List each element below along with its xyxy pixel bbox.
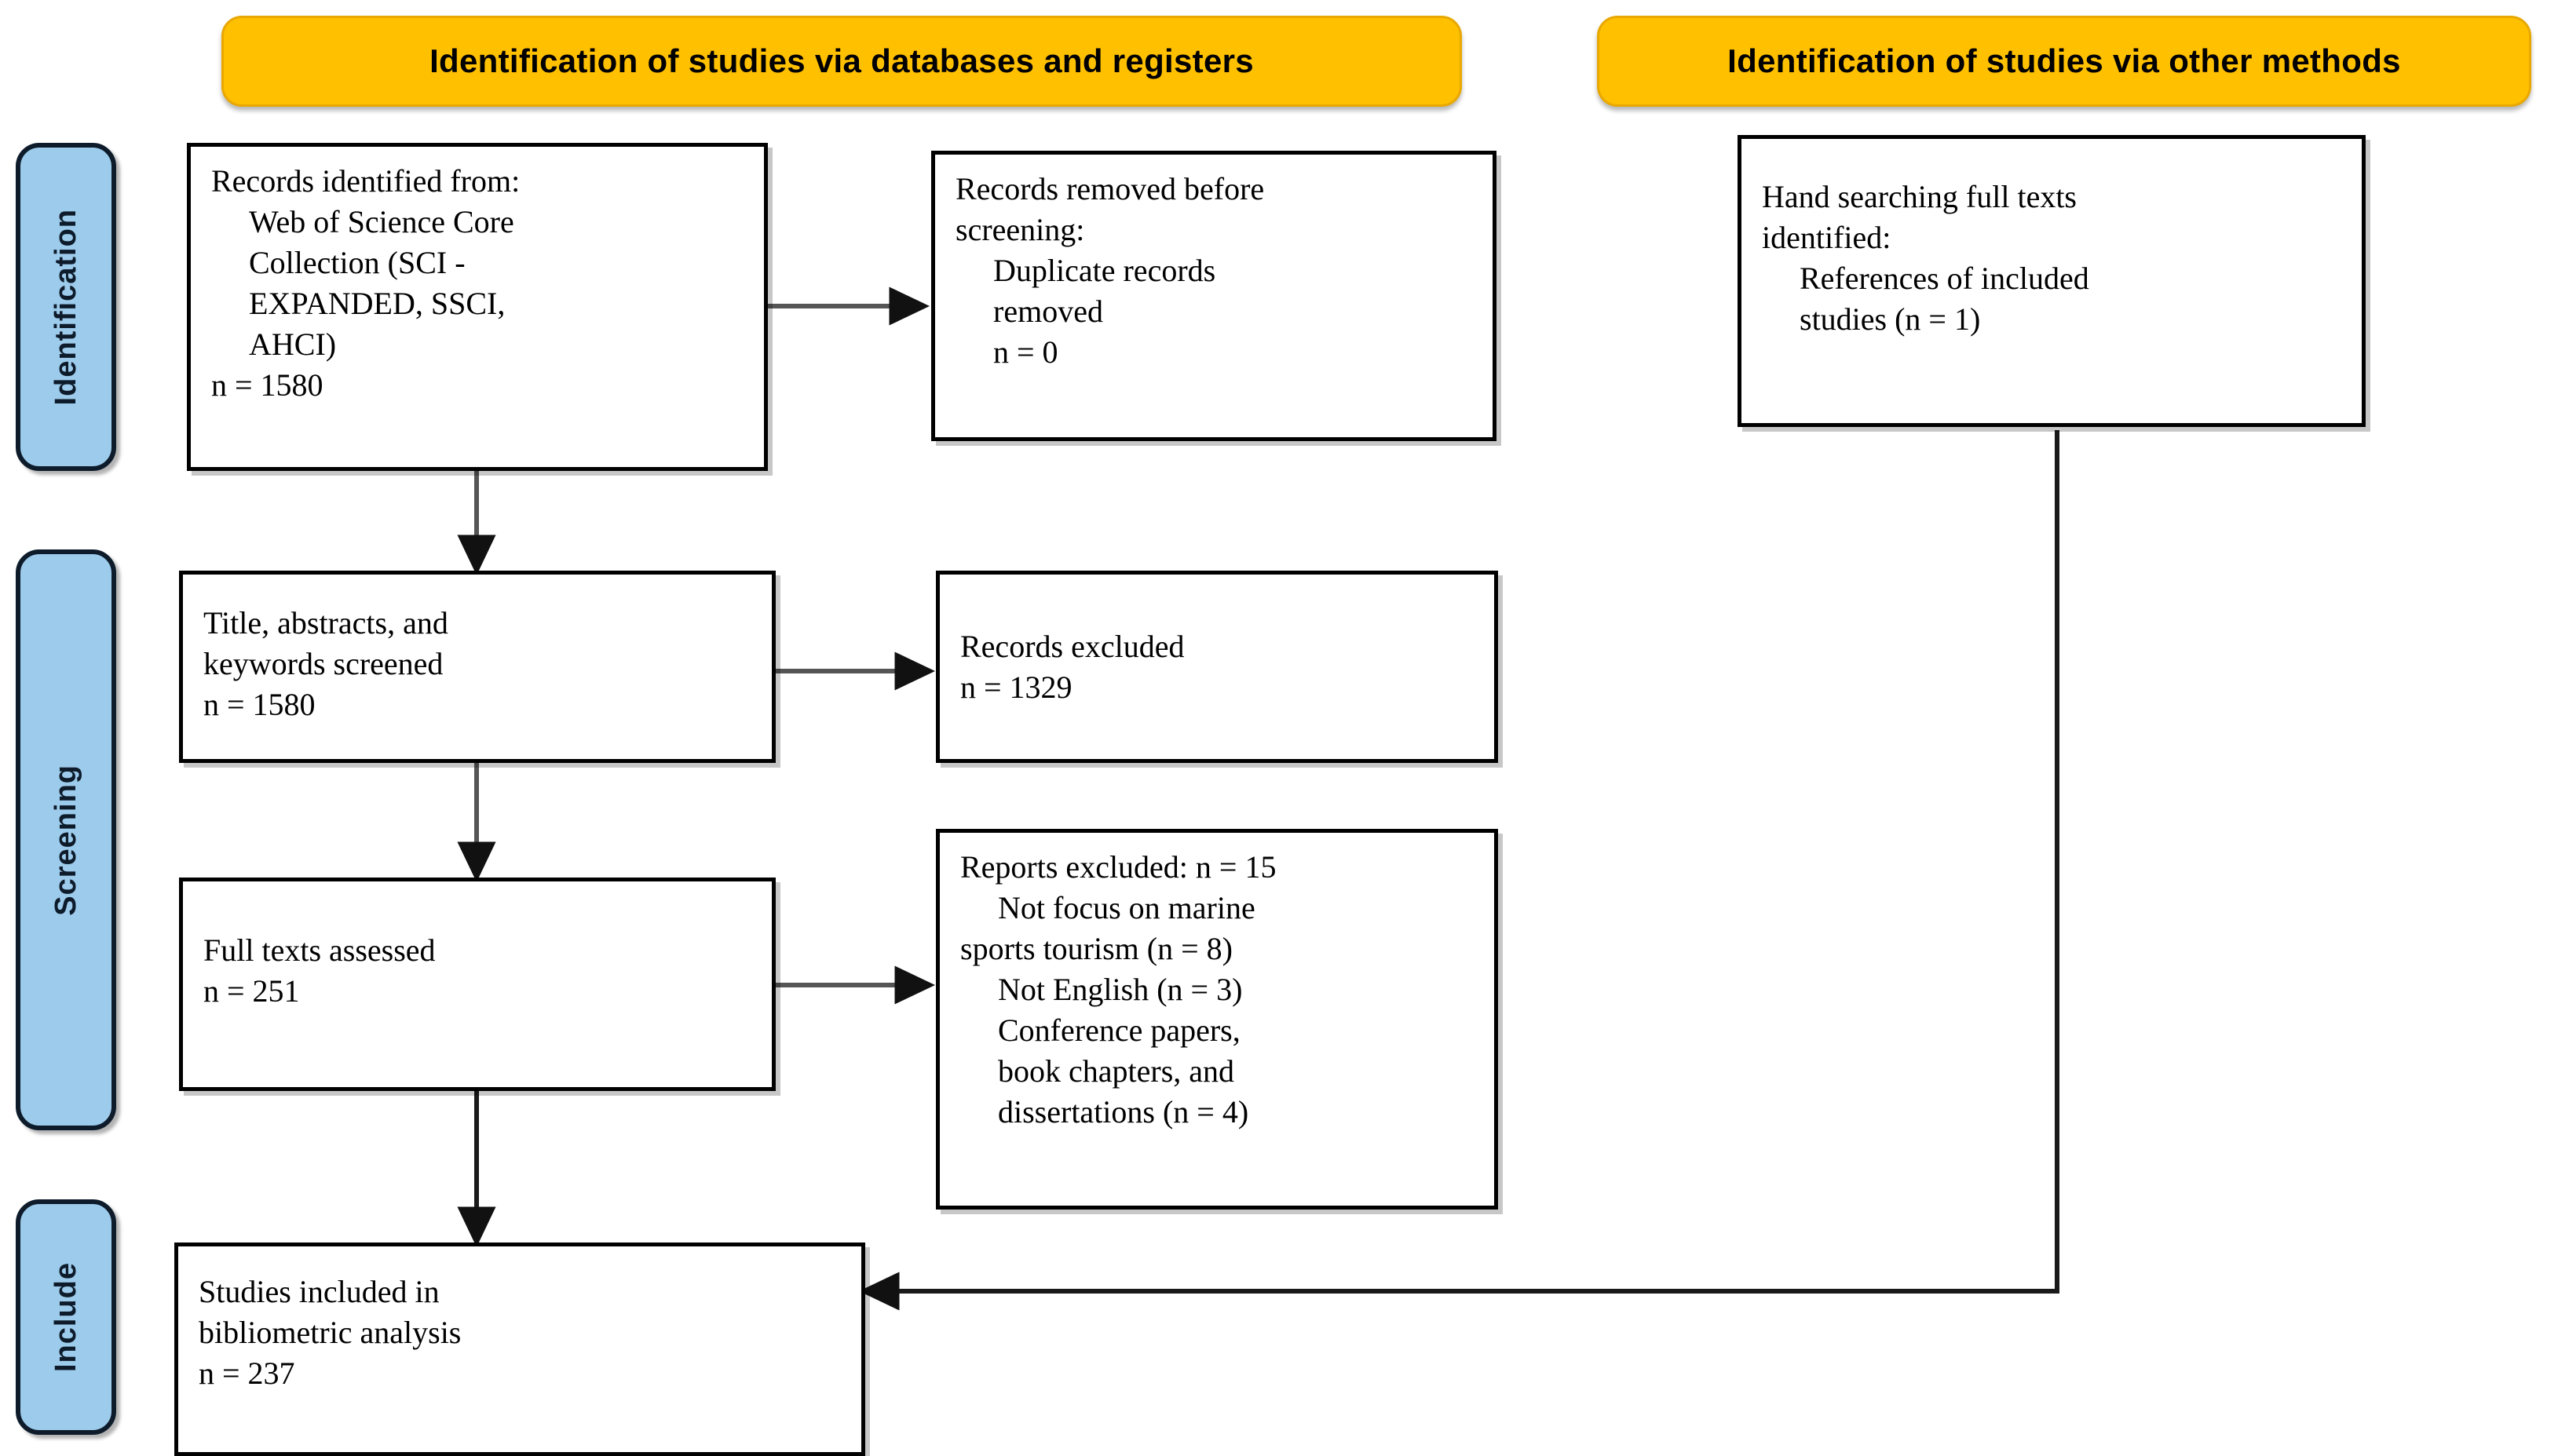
banner-other-label: Identification of studies via other meth…: [1727, 42, 2401, 79]
line: bibliometric analysis: [199, 1315, 462, 1350]
line: Records excluded: [960, 629, 1185, 664]
box-hand-searching-text: Hand searching full texts identified: Re…: [1762, 153, 2344, 340]
box-records-removed: Records removed before screening: Duplic…: [931, 151, 1496, 441]
line: Conference papers,: [998, 1013, 1241, 1048]
line: Hand searching full texts: [1762, 179, 2077, 214]
line: studies (n = 1): [1800, 301, 1981, 337]
line: book chapters, and: [998, 1053, 1235, 1089]
box-records-identified: Records identified from: Web of Science …: [187, 143, 768, 471]
line: n = 251: [203, 973, 300, 1009]
line: removed: [993, 294, 1103, 329]
line: screening:: [956, 212, 1085, 247]
line: Not focus on marine: [998, 890, 1255, 925]
stage-bar-identification: Identification: [16, 143, 116, 471]
banner-databases-registers: Identification of studies via databases …: [221, 16, 1462, 107]
line: dissertations (n = 4): [998, 1094, 1249, 1129]
stage-label-identification: Identification: [49, 208, 82, 406]
line: identified:: [1762, 220, 1891, 255]
box-titles-screened-text: Title, abstracts, and keywords screened …: [203, 589, 755, 725]
box-hand-searching: Hand searching full texts identified: Re…: [1738, 135, 2366, 427]
line: n = 0: [993, 334, 1058, 370]
banner-databases-label: Identification of studies via databases …: [429, 42, 1254, 79]
line: Collection (SCI -: [249, 245, 466, 280]
line: EXPANDED, SSCI,: [249, 286, 506, 321]
line: Records identified from:: [211, 163, 521, 199]
line: Not English (n = 3): [998, 972, 1243, 1007]
line: Full texts assessed: [203, 932, 436, 968]
line: Web of Science Core: [249, 204, 514, 239]
line: keywords screened: [203, 646, 444, 681]
box-full-texts-assessed: Full texts assessed n = 251: [179, 878, 776, 1091]
line: n = 1329: [960, 670, 1073, 705]
line: sports tourism (n = 8): [960, 931, 1233, 966]
line: n = 1580: [203, 687, 316, 722]
box-studies-included-text: Studies included in bibliometric analysi…: [199, 1261, 844, 1394]
line: n = 1580: [211, 367, 323, 403]
box-titles-screened: Title, abstracts, and keywords screened …: [179, 571, 776, 763]
box-reports-excluded-text: Reports excluded: n = 15 Not focus on ma…: [960, 847, 1477, 1133]
box-full-texts-assessed-text: Full texts assessed n = 251: [203, 896, 755, 1012]
line: References of included: [1800, 261, 2089, 296]
box-records-excluded: Records excluded n = 1329: [936, 571, 1498, 763]
line: Title, abstracts, and: [203, 605, 448, 640]
line: Reports excluded: n = 15: [960, 849, 1277, 885]
line: Records removed before: [956, 171, 1265, 206]
box-studies-included: Studies included in bibliometric analysi…: [174, 1243, 865, 1456]
line: n = 237: [199, 1356, 295, 1391]
line: Duplicate records: [993, 253, 1216, 288]
banner-other-methods: Identification of studies via other meth…: [1597, 16, 2531, 107]
line: AHCI): [249, 327, 337, 362]
box-records-identified-text: Records identified from: Web of Science …: [211, 161, 747, 406]
stage-label-screening: Screening: [49, 764, 82, 916]
stage-bar-include: Include: [16, 1199, 116, 1435]
box-reports-excluded: Reports excluded: n = 15 Not focus on ma…: [936, 829, 1498, 1210]
box-records-excluded-text: Records excluded n = 1329: [960, 589, 1477, 708]
stage-label-include: Include: [49, 1261, 82, 1373]
box-records-removed-text: Records removed before screening: Duplic…: [956, 169, 1475, 373]
stage-bar-screening: Screening: [16, 549, 116, 1130]
line: Studies included in: [199, 1274, 440, 1309]
